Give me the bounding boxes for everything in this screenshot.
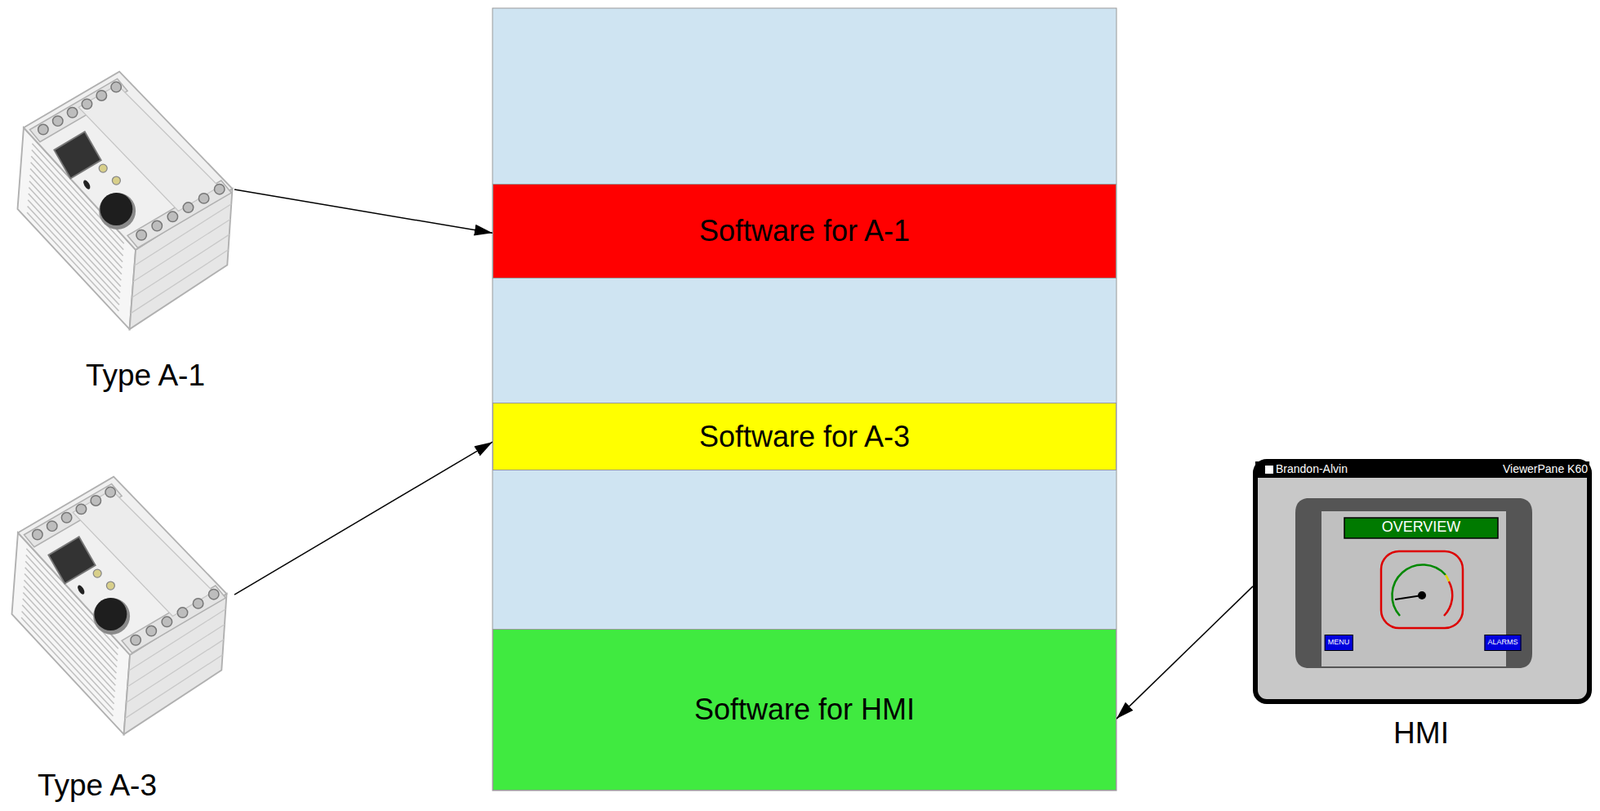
connector-arrow — [234, 189, 493, 233]
software-panel — [492, 8, 1117, 791]
band-label: Software for A-3 — [699, 419, 910, 455]
device-label: Type A-1 — [85, 358, 206, 393]
screen-text: OVERVIEW — [1381, 519, 1462, 536]
device-node: Type A-3 — [15, 469, 235, 810]
screen-text: Brandon-Alvin — [1275, 463, 1348, 476]
band-label: Software for HMI — [694, 692, 915, 727]
screen-button: MENU — [1324, 634, 1354, 651]
screen-text: ViewerPane K60 — [1502, 463, 1588, 476]
band-label: Software for A-1 — [699, 213, 910, 249]
device-label: HMI — [1393, 716, 1449, 751]
device-node: Type A-1 — [15, 66, 235, 397]
software-band: Software for A-1 — [492, 183, 1117, 279]
connector-arrow — [234, 441, 493, 595]
device-label: Type A-3 — [37, 768, 157, 803]
plc-illustration — [17, 71, 232, 330]
screen-button: ALARMS — [1484, 634, 1521, 651]
software-band: Software for A-3 — [492, 402, 1117, 471]
device-node: HMI — [1252, 459, 1592, 754]
hmi-illustration — [1255, 461, 1590, 702]
plc-illustration — [11, 476, 227, 735]
software-band: Software for HMI — [492, 628, 1117, 791]
connector-arrow — [1116, 586, 1253, 719]
